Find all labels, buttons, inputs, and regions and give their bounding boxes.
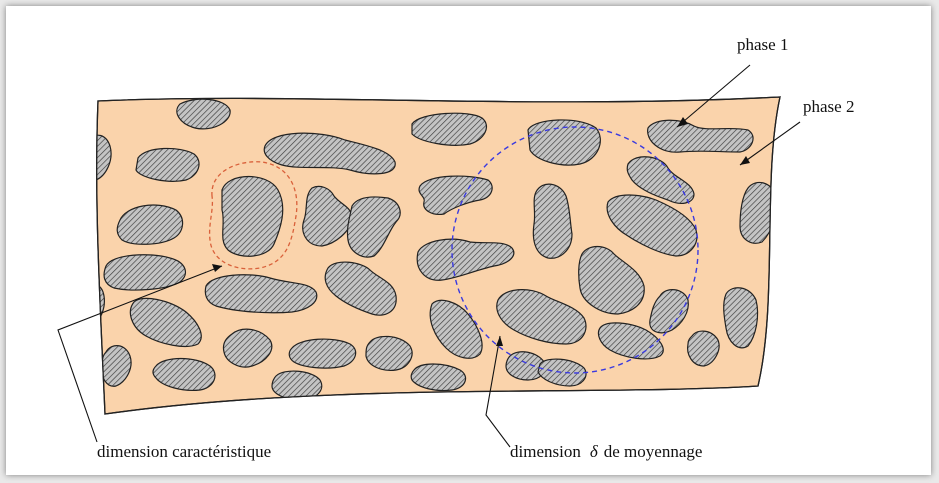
inclusion	[528, 120, 600, 165]
averaging-dimension-label: dimension δ de moyennage	[510, 442, 702, 461]
inclusion	[533, 184, 572, 258]
inclusion	[136, 148, 199, 181]
delta-symbol: δ	[590, 442, 599, 461]
inclusion	[740, 182, 777, 243]
inclusion	[222, 177, 283, 257]
inclusion	[412, 113, 486, 145]
inclusion	[289, 339, 355, 368]
phase1-label: phase 1	[737, 35, 788, 54]
inclusion	[724, 288, 758, 348]
phase2-label: phase 2	[803, 97, 854, 116]
averaging-dimension-prefix: dimension	[510, 442, 581, 461]
inclusion	[366, 336, 412, 370]
averaging-dimension-suffix: de moyennage	[604, 442, 703, 461]
characteristic-dimension-label: dimension caractéristique	[97, 442, 271, 461]
